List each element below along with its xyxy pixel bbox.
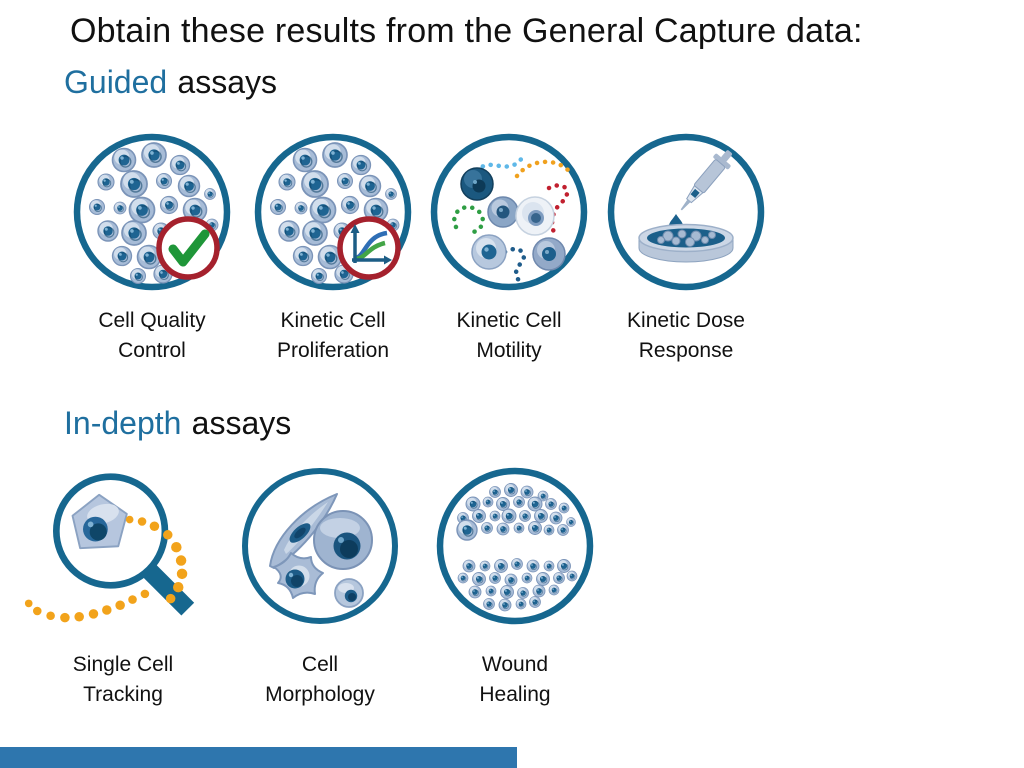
single-cell-tracking-icon [15, 466, 231, 638]
assay-item-wound-healing: Wound Healing [425, 466, 605, 710]
indepth-heading-accent: In-depth [64, 405, 182, 441]
kinetic-cell-proliferation-icon [243, 132, 423, 294]
assay-item-cell-quality-control: Cell Quality Control [62, 132, 242, 366]
assay-item-single-cell-tracking: Single Cell Tracking [15, 466, 231, 710]
assay-item-kinetic-cell-proliferation: Kinetic Cell Proliferation [243, 132, 423, 366]
assay-label: Kinetic Cell Proliferation [276, 309, 390, 363]
assay-label: Cell Quality Control [98, 309, 206, 363]
cell-quality-control-icon [62, 132, 242, 294]
bottom-accent-bar [0, 747, 517, 768]
assay-label: Single Cell Tracking [72, 653, 174, 707]
wound-healing-icon [425, 466, 605, 638]
assay-item-kinetic-cell-motility: Kinetic Cell Motility [419, 132, 599, 366]
assay-label: Kinetic Dose Response [627, 309, 745, 363]
assay-item-kinetic-dose-response: Kinetic Dose Response [596, 132, 776, 366]
slide-title: Obtain these results from the General Ca… [70, 12, 863, 50]
guided-heading-accent: Guided [64, 64, 168, 100]
cell-morphology-icon [230, 466, 410, 638]
assay-label: Kinetic Cell Motility [456, 309, 562, 363]
assay-label: Cell Morphology [265, 653, 375, 707]
guided-heading-rest: assays [177, 64, 278, 100]
kinetic-dose-response-icon [596, 132, 776, 294]
assay-item-cell-morphology: Cell Morphology [230, 466, 410, 710]
kinetic-cell-motility-icon [419, 132, 599, 294]
indepth-heading-rest: assays [191, 405, 292, 441]
assay-label: Wound Healing [479, 653, 551, 707]
